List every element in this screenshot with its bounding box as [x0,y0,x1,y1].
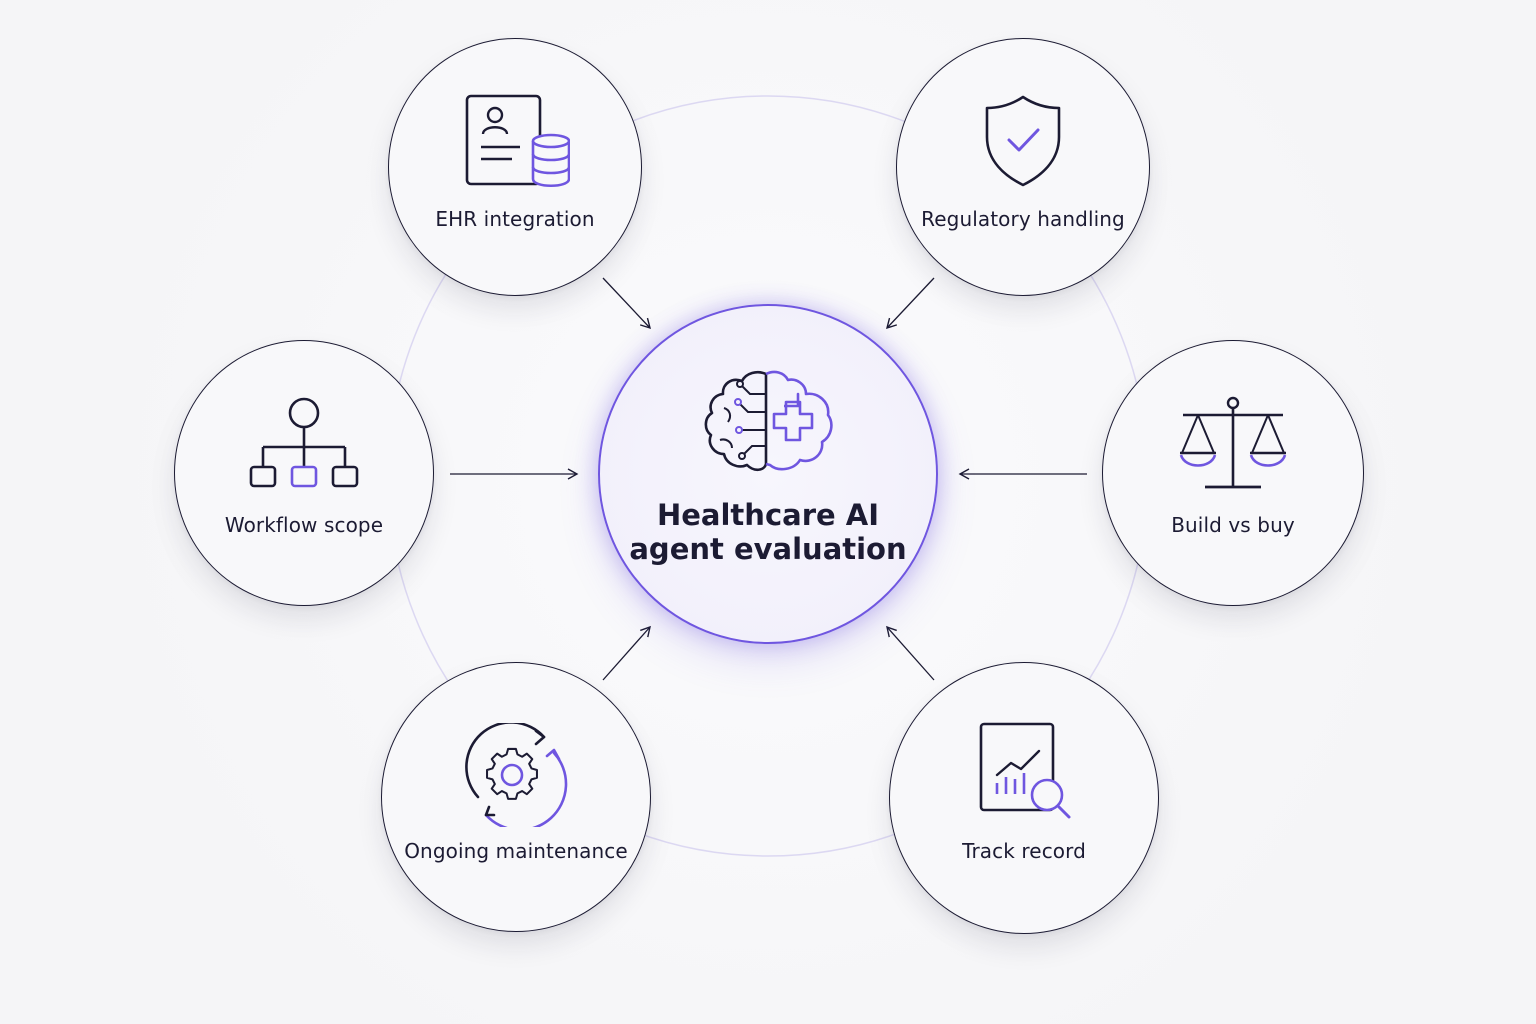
node-label: Build vs buy [1171,513,1295,537]
node-label: Regulatory handling [921,207,1125,231]
node-label: Ongoing maintenance [404,839,628,863]
node-regulatory-handling: Regulatory handling [896,38,1150,296]
node-label: Workflow scope [224,513,384,537]
hierarchy-icon [249,397,359,488]
center-node: Healthcare AI agent evaluation [598,304,938,644]
node-track-record: Track record [889,662,1159,934]
arrow-maintenance [602,625,651,681]
shield-check-icon [985,95,1061,187]
arrow-track [886,625,935,681]
scales-icon [1179,396,1287,489]
center-title-line2: agent evaluation [629,532,907,566]
brain-medical-icon [704,370,833,472]
report-magnifier-icon [979,722,1071,819]
node-workflow-scope: Workflow scope [174,340,434,606]
node-label: Track record [962,839,1086,863]
gear-cycle-icon [465,723,568,827]
node-build-vs-buy: Build vs buy [1102,340,1364,606]
node-ehr-integration: EHR integration [388,38,642,296]
node-ongoing-maintenance: Ongoing maintenance [381,662,651,932]
node-label: EHR integration [435,207,595,231]
center-title-line1: Healthcare AI [656,498,880,532]
arrow-regulatory [886,277,935,330]
center-title: Healthcare AI agent evaluation [600,498,936,566]
record-database-icon [465,94,570,188]
arrow-ehr [602,277,651,330]
